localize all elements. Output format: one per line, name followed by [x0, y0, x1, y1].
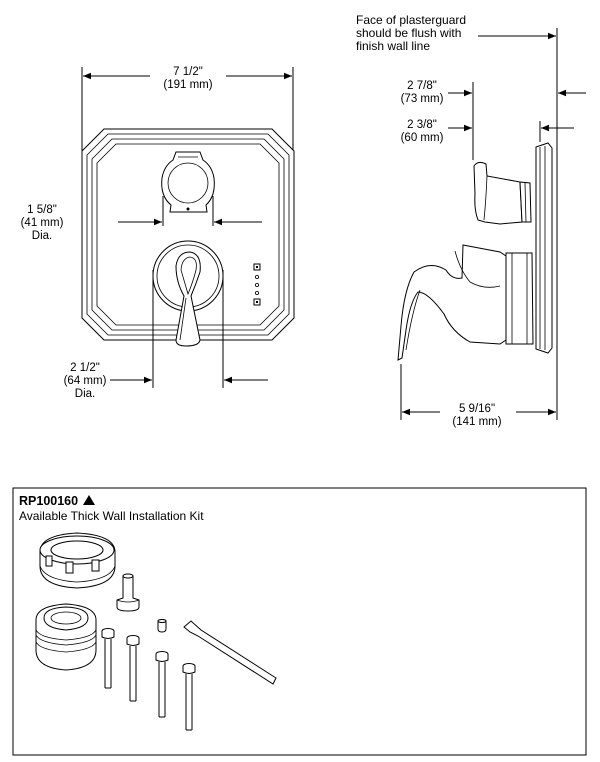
small-cap-part: [157, 619, 167, 633]
front-view: 7 1/2" (191 mm) 1 5/8" (41 mm) Dia.: [21, 63, 295, 400]
threaded-sleeve-part: [35, 603, 97, 671]
kit-part-number: RP100160: [19, 494, 78, 508]
diverter-dim-imperial: 1 5/8": [27, 204, 57, 216]
kit-frame: [12, 487, 587, 756]
diverter-dim-suffix: Dia.: [32, 230, 52, 242]
triangle-marker-icon: [83, 495, 95, 505]
handle-dim-suffix: Dia.: [75, 388, 95, 400]
screw-part: [126, 635, 140, 702]
diverter-dim-metric: (41 mm): [21, 217, 64, 229]
label-bg: [440, 400, 516, 430]
screw-part: [101, 628, 115, 689]
handle-dim-imperial: 2 1/2": [70, 362, 100, 374]
plasterguard-note-line-1: Face of plasterguard: [356, 13, 466, 27]
plasterguard-note-line-3: finish wall line: [356, 39, 430, 53]
diverter-profile: [473, 161, 532, 225]
kit-description: Available Thick Wall Installation Kit: [19, 509, 204, 523]
dim-b-imperial: 2 3/8": [407, 119, 437, 131]
screw-part: [182, 663, 196, 731]
plasterguard-note-line-2: should be flush with: [356, 26, 461, 40]
depth-dim-metric: (141 mm): [452, 416, 501, 428]
handle-dim-metric: (64 mm): [64, 375, 107, 387]
position-indicators: [253, 263, 261, 306]
dim-a-imperial: 2 7/8": [407, 80, 437, 92]
screw-part: [155, 651, 169, 718]
width-dim-imperial: 7 1/2": [173, 66, 203, 78]
label-bg: [150, 63, 226, 91]
diverter-knob: [161, 151, 215, 213]
side-view: Face of plasterguard should be flush wit…: [356, 13, 586, 430]
dim-a-metric: (73 mm): [401, 93, 444, 105]
dim-b-metric: (60 mm): [401, 132, 444, 144]
width-dim-metric: (191 mm): [163, 79, 212, 91]
thick-wall-kit-box: RP100160 Available Thick Wall Installati…: [12, 487, 587, 756]
trim-plate-face: [96, 143, 280, 326]
depth-dim-imperial: 5 9/16": [459, 403, 495, 415]
trim-plate: [81, 128, 295, 341]
hex-key-part: [183, 620, 277, 685]
trim-plate-bevel: [86, 133, 290, 336]
trim-plate-bevel: [91, 138, 285, 331]
trim-plate-profile: [535, 142, 553, 354]
stem-extender-part: [116, 573, 140, 612]
handle-profile: [397, 244, 534, 361]
threaded-ring-part: [39, 532, 116, 589]
